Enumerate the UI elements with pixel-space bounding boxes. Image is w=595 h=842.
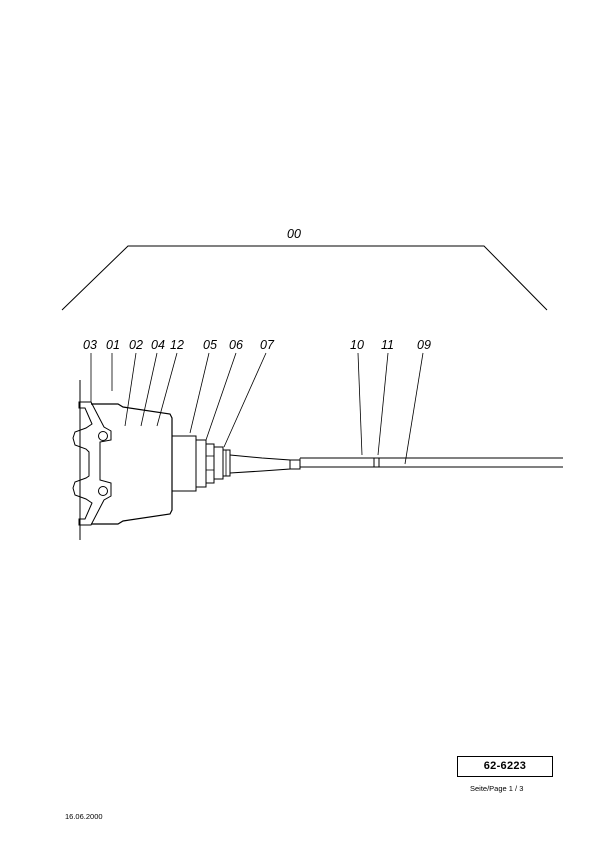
callout-12: 12 (170, 338, 184, 352)
assembly-label: 00 (287, 227, 301, 241)
cable-gland (171, 435, 231, 492)
cable (229, 454, 563, 474)
part-number-box: 62-6223 (457, 756, 553, 777)
leader-lines (90, 352, 424, 465)
drawing-date: 16.06.2000 (65, 812, 103, 821)
callout-10: 10 (350, 338, 364, 352)
callout-09: 09 (417, 338, 431, 352)
callout-03: 03 (83, 338, 97, 352)
callout-06: 06 (229, 338, 243, 352)
connector-housing (72, 380, 173, 540)
callout-07: 07 (260, 338, 275, 352)
callout-11: 11 (381, 338, 394, 352)
callout-01: 01 (106, 338, 120, 352)
callout-02: 02 (129, 338, 143, 352)
callout-05: 05 (203, 338, 217, 352)
callout-04: 04 (151, 338, 165, 352)
page-reference: Seite/Page 1 / 3 (470, 784, 524, 793)
assembly-bracket (61, 245, 548, 311)
callout-labels: 03 01 02 04 12 05 06 07 10 11 09 (83, 338, 431, 352)
